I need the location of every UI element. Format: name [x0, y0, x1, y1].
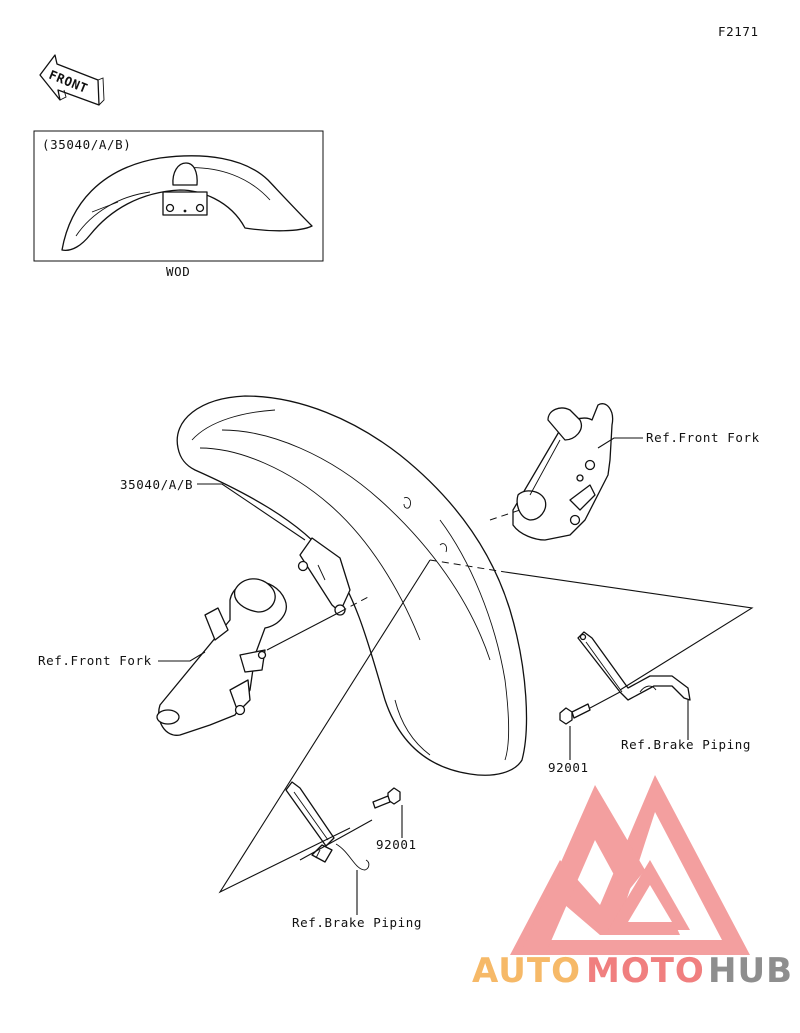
- assembly-line-left-bracket: [218, 559, 431, 894]
- callout-fender: 35040/A/B: [120, 477, 193, 492]
- watermark-hub: HUB: [708, 951, 793, 991]
- front-arrow-icon: FRONT: [39, 54, 105, 106]
- watermark-text: AUTO MOTO HUB: [472, 951, 793, 991]
- front-fork-left-icon: [156, 578, 287, 736]
- callout-fork-right: Ref.Front Fork: [646, 430, 760, 445]
- inset-frame: [33, 130, 324, 262]
- assembly-dash-fork-right: [489, 509, 521, 521]
- assembly-line-bolt-left: [299, 819, 373, 861]
- callout-bolt-left: 92001: [376, 837, 417, 852]
- callout-fork-left: Ref.Front Fork: [38, 653, 152, 668]
- figure-code: F2171: [718, 24, 759, 39]
- front-fender-icon: [176, 395, 528, 776]
- brake-bracket-right-icon: [577, 631, 691, 701]
- assembly-line-bolt-right: [589, 691, 621, 709]
- front-fork-right-icon: [512, 403, 614, 541]
- leader-fork-left: [158, 651, 206, 662]
- brake-bracket-left-icon: [285, 781, 370, 871]
- watermark-auto: AUTO: [472, 951, 581, 991]
- callout-brake-left: Ref.Brake Piping: [292, 915, 422, 930]
- callout-bolt-right: 92001: [548, 760, 589, 775]
- fender-bracket-icon: [297, 537, 351, 616]
- leader-fork-right: [597, 437, 643, 449]
- watermark-moto: MOTO: [586, 951, 705, 991]
- bolt-left-icon: [372, 787, 401, 809]
- assembly-dash-fork-left: [339, 595, 371, 613]
- assembly-dash-center: [429, 559, 506, 573]
- assembly-line-fork-left: [266, 611, 341, 651]
- watermark-logo-icon: [510, 775, 750, 955]
- inset-part-ref: (35040/A/B): [42, 137, 131, 152]
- bolt-right-icon: [559, 703, 591, 725]
- leader-fender: [197, 483, 306, 541]
- callout-brake-right: Ref.Brake Piping: [621, 737, 751, 752]
- assembly-line-right-bracket: [504, 571, 754, 691]
- inset-fender-icon: [61, 155, 313, 251]
- inset-variant-label: WOD: [166, 264, 190, 279]
